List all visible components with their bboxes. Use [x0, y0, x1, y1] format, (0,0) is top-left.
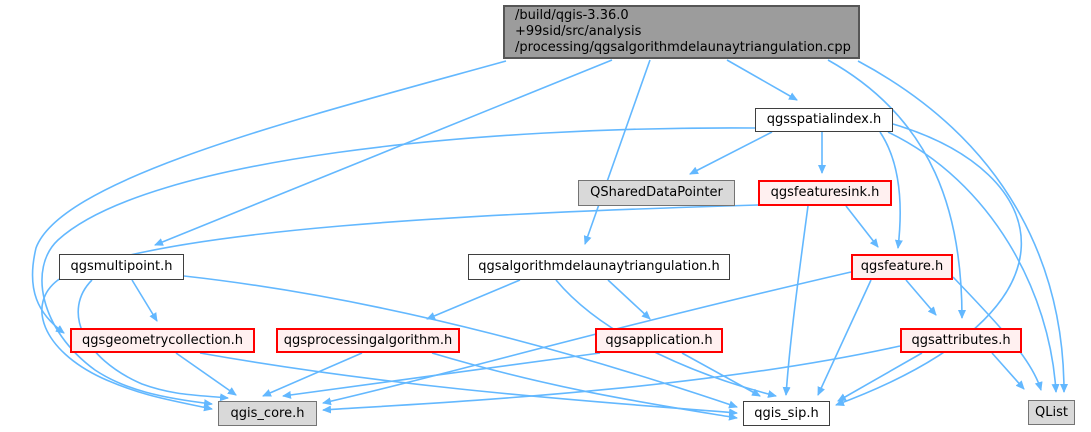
edge-I-M [431, 352, 738, 421]
edge-I-L [262, 352, 363, 397]
edge-D-L [41, 204, 759, 412]
node-qgsalgorithmdelaunaytriangulation-h[interactable]: qgsalgorithmdelaunaytriangulation.h [468, 254, 730, 280]
node-qgis-core-h: qgis_core.h [218, 401, 317, 426]
node-qgsspatialindex-h[interactable]: qgsspatialindex.h [755, 108, 893, 132]
node-source-cpp: /build/qgis-3.36.0 +99sid/src/analysis /… [503, 5, 860, 59]
edge-J-M [681, 352, 761, 397]
edge-B-L [41, 127, 757, 408]
node-qgsfeature-h[interactable]: qgsfeature.h [851, 254, 953, 280]
edge-B-M [835, 123, 1023, 406]
edge-H-L [175, 352, 237, 396]
edge-E-H [131, 279, 158, 322]
edge-F-J [607, 279, 651, 320]
node-qgsmultipoint-h[interactable]: qgsmultipoint.h [59, 254, 184, 280]
node-qgsattributes-h[interactable]: qgsattributes.h [900, 328, 1022, 353]
edge-F-M [555, 279, 777, 398]
edge-A-K [827, 59, 966, 319]
edge-F-I [426, 279, 521, 320]
edge-E-M [183, 275, 738, 409]
edge-B-C [689, 131, 773, 175]
edge-G-L [322, 271, 852, 406]
node-qshareddatapointer: QSharedDataPointer [578, 180, 735, 206]
edge-D-M [782, 205, 809, 396]
edge-A-B [726, 59, 798, 101]
edge-A-E [154, 59, 613, 246]
node-qgsprocessingalgorithm-h[interactable]: qgsprocessingalgorithm.h [276, 328, 460, 353]
edge-D-G [845, 205, 879, 248]
edge-A-F [583, 59, 651, 245]
edge-G-K [905, 279, 937, 316]
node-qgsapplication-h[interactable]: qgsapplication.h [595, 328, 723, 353]
edge-B-G [879, 131, 903, 249]
node-qgsfeaturesink-h[interactable]: qgsfeaturesink.h [758, 180, 892, 206]
edge-B-N [887, 131, 1060, 393]
edge-K-L [322, 345, 901, 414]
edge-J-L [282, 352, 601, 399]
node-qlist: QList [1028, 400, 1075, 425]
edge-K-N [991, 352, 1025, 390]
edge-G-M [817, 279, 872, 396]
node-qgsgeometrycollection-h[interactable]: qgsgeometrycollection.h [70, 328, 255, 353]
edge-E-L [77, 279, 229, 402]
edge-A-H [31, 60, 507, 334]
edge-A-N [857, 60, 1068, 393]
node-qgis-sip-h[interactable]: qgis_sip.h [743, 401, 830, 426]
edge-K-M [837, 352, 923, 402]
